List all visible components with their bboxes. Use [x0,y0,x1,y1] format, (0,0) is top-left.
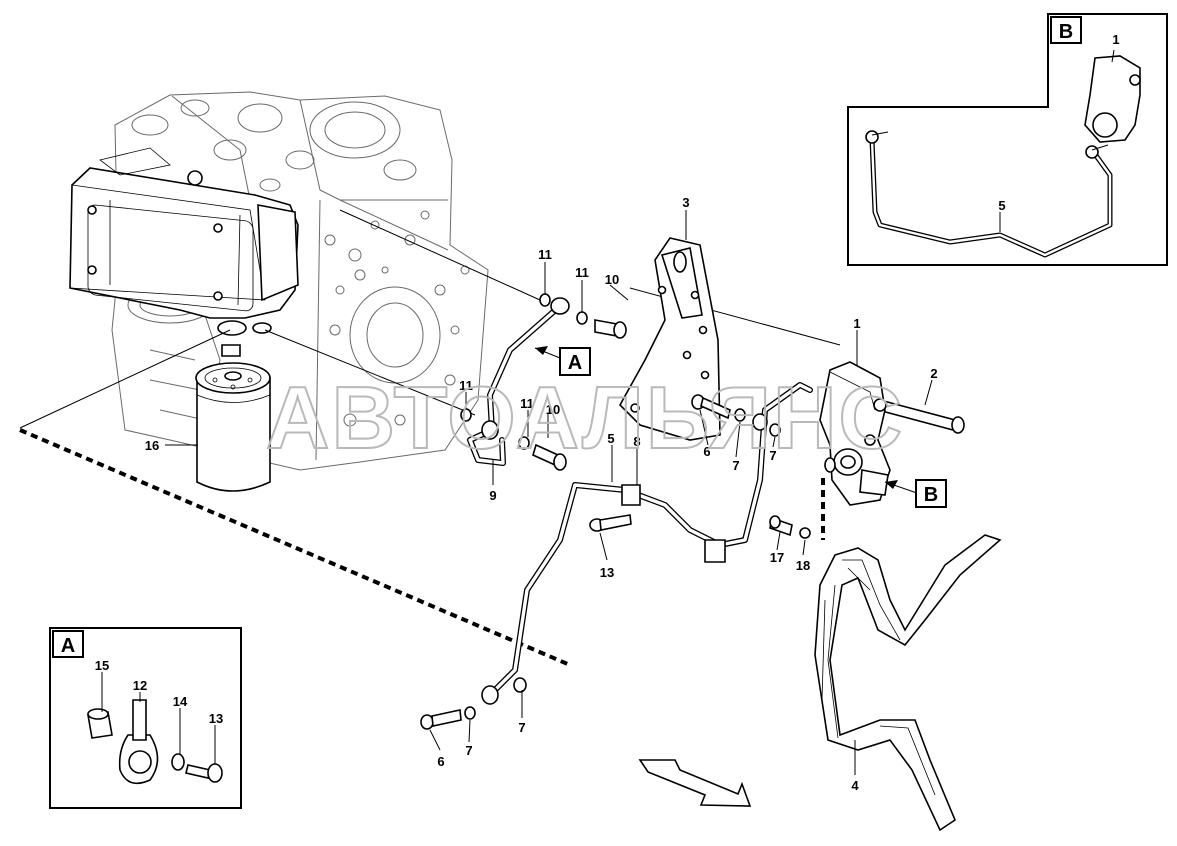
callout-10-top: 10 [605,272,619,287]
callout-1: 1 [853,316,860,331]
callout-17: 17 [770,550,784,565]
watermark: АВТОАЛЬЯНС [266,368,904,467]
callout-6-bottom: 6 [437,754,444,769]
detail-box-b: B 1 5 [847,13,1168,266]
view-marker-b-label: B [924,484,938,506]
oil-cooler [69,147,299,357]
engine-block [111,91,489,471]
callout-13: 13 [600,565,614,580]
callout-3: 3 [682,195,689,210]
callout-7-right-a: 7 [732,458,739,473]
box-b-callout-1: 1 [1112,32,1119,47]
callout-9: 9 [489,488,496,503]
tensioner-assembly [819,361,891,506]
box-a-callout-14: 14 [173,694,188,709]
direction-arrow [638,759,752,807]
fasteners [420,293,965,730]
callout-numbers: 3 1 2 11 11 10 11 11 10 5 8 9 16 6 7 7 1… [145,195,938,793]
callout-8: 8 [633,434,640,449]
callout-4: 4 [851,778,859,793]
callout-leaders [165,210,933,775]
detail-box-a-title: A [61,635,75,657]
oil-filter [195,362,271,492]
callout-11-mid-left: 11 [459,378,473,393]
callout-10-mid: 10 [546,402,560,417]
box-b-callout-5: 5 [998,198,1005,213]
callout-11-top-left: 11 [538,247,552,262]
callout-7-right-b: 7 [769,448,776,463]
box-a-callout-12: 12 [133,678,147,693]
callout-16: 16 [145,438,159,453]
view-marker-a: A [534,346,591,376]
callout-6-right: 6 [703,444,710,459]
callout-11-mid-right: 11 [520,396,534,411]
callout-11-top-right: 11 [575,265,589,280]
box-a-callout-13: 13 [209,711,223,726]
detail-box-b-title: B [1059,21,1073,43]
callout-5: 5 [607,431,614,446]
detail-box-a: A 15 12 14 13 [49,627,242,809]
view-marker-b: B [884,479,947,508]
callout-2: 2 [930,366,937,381]
box-a-callout-15: 15 [95,658,109,673]
drive-belt [814,534,1002,832]
callout-18: 18 [796,558,810,573]
callout-7-bottom-a: 7 [465,743,472,758]
bracket [619,237,721,441]
dashed-reference-line [19,428,571,667]
oil-pipe-left [467,303,563,466]
pipe-fittings [481,297,768,705]
callout-7-bottom-b: 7 [518,720,525,735]
view-marker-a-label: A [568,352,582,374]
